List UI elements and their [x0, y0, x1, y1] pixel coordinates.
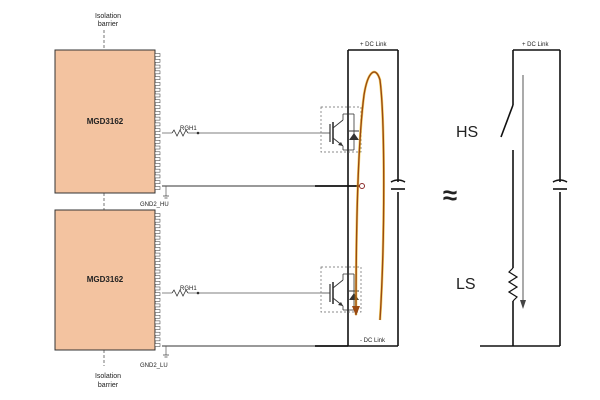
equivalent-capacitor-icon: [552, 179, 568, 190]
isolation-barrier: Isolation barrier Isolation barrier: [95, 13, 121, 389]
equivalent-plus-label: + DC Link: [522, 42, 550, 48]
chip-pin: [154, 116, 161, 121]
chip-pin: [154, 269, 161, 274]
dc-link-minus-label: - DC Link: [360, 338, 386, 344]
chip-pin: [154, 247, 161, 251]
lower-chip-name: MGD3162: [87, 275, 124, 284]
upper-return-path: GND2_HU: [140, 183, 365, 208]
isolation-barrier-top-label-2: barrier: [98, 21, 119, 28]
lower-gate-path: RGH1: [162, 286, 322, 297]
chip-pin: [154, 275, 161, 279]
chip-pin: [154, 286, 161, 291]
chip-pin: [154, 241, 161, 246]
lower-gate-resistor-icon: [171, 289, 189, 297]
resistor-zigzag-icon: [507, 267, 519, 302]
chip-pin: [154, 76, 161, 80]
chip-pin: [154, 122, 161, 127]
high-side-igbt-icon: [320, 106, 362, 153]
upper-gate-resistor-icon: [171, 129, 189, 137]
chip-pin: [154, 93, 161, 98]
chip-pin: [154, 87, 161, 92]
chip-pin: [154, 292, 161, 296]
chip-pin: [154, 157, 161, 161]
chip-pin: [154, 105, 161, 109]
chip-pin: [154, 59, 161, 63]
chip-pin: [154, 314, 161, 319]
chip-pin: [154, 168, 161, 173]
chip-pin: [154, 128, 161, 132]
chip-pin: [154, 281, 161, 285]
lower-gate-driver-chip: MGD3162: [54, 209, 161, 351]
chip-pin: [154, 139, 161, 144]
upper-gate-path: RGH1: [162, 126, 322, 137]
chip-pin: [154, 186, 161, 190]
chip-pin: [154, 213, 161, 217]
chip-pin: [154, 303, 161, 308]
upper-chip-pins: [154, 53, 161, 190]
ls-label: LS: [456, 276, 476, 293]
lower-chip-pins: [154, 213, 161, 347]
isolation-barrier-bottom-label-2: barrier: [98, 382, 119, 389]
chip-pin: [154, 264, 161, 268]
chip-pin: [154, 174, 161, 179]
isolation-barrier-top-label-1: Isolation: [95, 13, 121, 20]
down-arrow-icon: [520, 75, 526, 309]
chip-pin: [154, 99, 161, 104]
chip-pin: [154, 145, 161, 150]
chip-pin: [154, 151, 161, 156]
dc-link-plus-label: + DC Link: [360, 42, 388, 48]
chip-pin: [154, 230, 161, 234]
approx-symbol: ≈: [443, 180, 457, 210]
chip-pin: [154, 252, 161, 257]
chip-pin: [154, 180, 161, 184]
upper-chip-body: [54, 49, 156, 194]
chip-pin: [154, 218, 161, 223]
upper-gate-driver-chip: MGD3162: [54, 49, 161, 194]
lower-return-path: GND2_LU: [140, 345, 348, 369]
upper-chip-name: MGD3162: [87, 117, 124, 126]
chip-pin: [154, 331, 161, 336]
chip-pin: [154, 320, 161, 325]
lower-chip-body: [54, 209, 156, 351]
dc-link-capacitor-icon: [390, 179, 406, 190]
chip-pin: [154, 309, 161, 313]
chip-pin: [154, 235, 161, 240]
hs-label: HS: [456, 124, 478, 141]
dc-link-circuit: + DC Link - DC Link: [347, 42, 406, 347]
chip-pin: [154, 134, 161, 138]
chip-pin: [154, 163, 161, 167]
chip-pin: [154, 298, 161, 302]
equivalent-circuit: + DC Link HS LS: [456, 42, 568, 347]
current-loop-arrow-icon: [352, 70, 386, 321]
upper-resistor-label: RGH1: [180, 126, 197, 132]
upper-ground-icon: [163, 195, 169, 199]
chip-pin: [154, 258, 161, 262]
chip-pin: [154, 343, 161, 347]
chip-pin: [154, 64, 161, 69]
lower-resistor-label: RGH1: [180, 286, 197, 292]
chip-pin: [154, 70, 161, 75]
open-switch-icon: [500, 104, 514, 138]
chip-pin: [154, 53, 161, 57]
chip-pin: [154, 337, 161, 342]
chip-pin: [154, 224, 161, 229]
lower-ground-icon: [163, 354, 169, 358]
lower-ground-label: GND2_LU: [140, 363, 168, 369]
chip-pin: [154, 326, 161, 330]
chip-pin: [154, 111, 161, 115]
upper-node-marker: [359, 183, 365, 189]
isolation-barrier-bottom-label-1: Isolation: [95, 373, 121, 380]
upper-ground-label: GND2_HU: [140, 202, 169, 208]
chip-pin: [154, 82, 161, 86]
